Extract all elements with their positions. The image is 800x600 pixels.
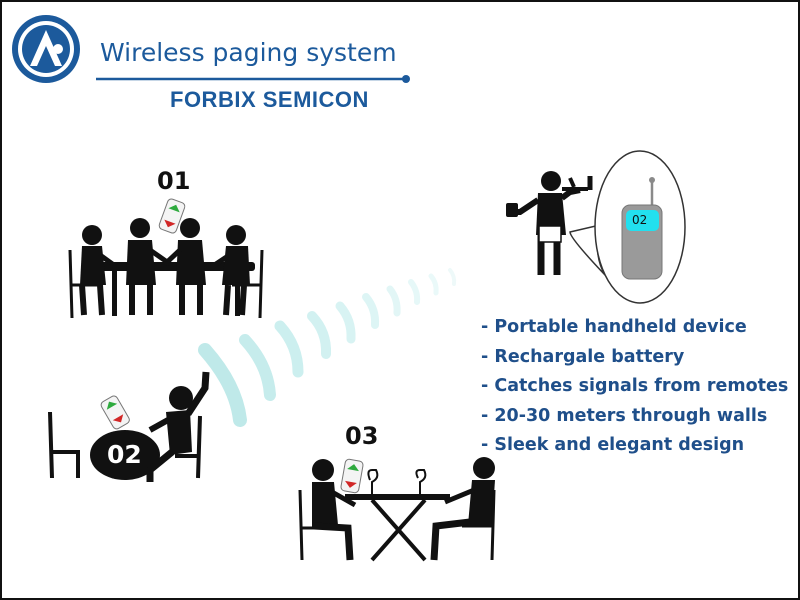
table-03-scene	[298, 457, 496, 562]
table-label-01: 01	[157, 167, 191, 195]
table-01-scene	[68, 218, 264, 319]
feature-item: - Sleek and elegant design	[481, 435, 745, 455]
page-title: Wireless paging system	[100, 38, 397, 67]
table-02-scene	[48, 371, 210, 482]
pager-screen-text: 02	[632, 213, 648, 227]
table-label-03: 03	[345, 422, 379, 450]
pager-callout	[569, 150, 686, 304]
company-logo	[12, 15, 80, 83]
feature-item: - Rechargale battery	[481, 346, 685, 367]
remote-03	[340, 458, 364, 494]
remote-01	[158, 198, 186, 234]
underline-dot	[402, 75, 410, 83]
feature-item: - 20-30 meters through walls	[481, 405, 768, 426]
company-name: FORBIX SEMICON	[170, 87, 369, 112]
table-label-02: 02	[107, 440, 142, 469]
remote-02	[100, 395, 130, 430]
signal-waves	[198, 268, 457, 427]
waiter-figure	[506, 171, 593, 275]
feature-list: - Portable handheld device - Rechargale …	[481, 313, 788, 461]
feature-item: - Catches signals from remotes	[481, 376, 789, 396]
feature-item: - Portable handheld device	[481, 317, 747, 337]
